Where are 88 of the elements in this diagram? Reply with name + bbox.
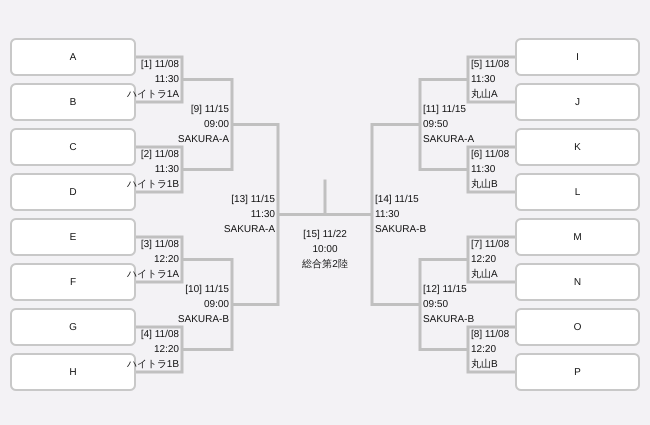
bracket-line: [466, 170, 515, 194]
venue-text: ハイトラ1A: [126, 268, 179, 282]
bracket-line: [418, 78, 468, 124]
match-number-date: [4] 11/08: [140, 328, 179, 342]
bracket-line: [466, 260, 515, 284]
venue-text: 丸山A: [471, 88, 499, 102]
team-box: I: [515, 38, 640, 76]
bracket-line: [418, 258, 468, 304]
bracket-line: [466, 236, 515, 260]
match-time: 11:30: [375, 208, 400, 222]
bracket-line: [466, 326, 515, 350]
bracket-line: [466, 350, 515, 374]
match-time: 11:30: [471, 163, 496, 177]
venue-text: ハイトラ1A: [126, 88, 179, 102]
team-box: E: [10, 218, 136, 256]
match-time: 12:20: [152, 253, 179, 267]
bracket-line: [136, 236, 184, 260]
match-time: 09:00: [202, 298, 229, 312]
venue-text: ハイトラ1B: [126, 358, 179, 372]
bracket-line: [136, 56, 184, 80]
match-number-date: [8] 11/08: [471, 328, 510, 342]
match-number-date: [15] 11/22: [302, 228, 348, 242]
match-number-date: [7] 11/08: [471, 238, 510, 252]
bracket-line: [182, 304, 234, 351]
bracket-line: [418, 304, 468, 351]
match-time: 09:00: [202, 118, 229, 132]
match-time: 10:00: [311, 242, 339, 256]
match-time: 12:20: [471, 343, 498, 357]
venue-text: SAKURA-A: [178, 133, 229, 147]
venue-text: ハイトラ1B: [126, 178, 179, 192]
team-box: J: [515, 83, 640, 121]
match-number-date: [12] 11/15: [423, 283, 468, 297]
match-time: 12:20: [471, 253, 498, 267]
bracket-line: [232, 214, 280, 306]
match-number-date: [14] 11/15: [375, 193, 420, 207]
bracket-line: [324, 213, 372, 216]
team-box: K: [515, 128, 640, 166]
bracket-line: [182, 78, 234, 124]
team-box: C: [10, 128, 136, 166]
bracket-line: [136, 80, 184, 104]
match-number-date: [10] 11/15: [184, 283, 229, 297]
bracket-line: [278, 213, 326, 216]
bracket-line: [232, 123, 280, 214]
match-number-date: [2] 11/08: [140, 148, 179, 162]
team-box: A: [10, 38, 136, 76]
bracket-line: [466, 146, 515, 170]
match-time: 11:30: [250, 208, 275, 222]
match-number-date: [5] 11/08: [471, 58, 510, 72]
bracket-line: [136, 326, 184, 350]
bracket-line: [136, 146, 184, 170]
bracket-line: [136, 350, 184, 374]
team-box: G: [10, 308, 136, 346]
match-number-date: [1] 11/08: [140, 58, 179, 72]
venue-text: 総合第2陸: [301, 258, 349, 272]
match-number-date: [11] 11/15: [423, 103, 467, 117]
venue-text: SAKURA-B: [423, 313, 474, 327]
match-number-date: [3] 11/08: [140, 238, 179, 252]
match-number-date: [13] 11/15: [230, 193, 275, 207]
bracket-line: [324, 180, 326, 214]
bracket-line: [136, 260, 184, 284]
team-box: P: [515, 353, 640, 391]
venue-text: 丸山B: [471, 358, 499, 372]
bracket-line: [466, 80, 515, 104]
venue-text: SAKURA-B: [178, 313, 229, 327]
venue-text: 丸山B: [471, 178, 499, 192]
match-time: 09:50: [423, 298, 450, 312]
bracket-line: [136, 170, 184, 194]
venue-text: SAKURA-A: [224, 223, 275, 237]
match-number-date: [6] 11/08: [471, 148, 510, 162]
bracket-line: [370, 123, 420, 214]
team-box: M: [515, 218, 640, 256]
bracket-line: [182, 124, 234, 171]
bracket-line: [466, 56, 515, 80]
venue-text: SAKURA-B: [375, 223, 426, 237]
bracket-line: [182, 258, 234, 304]
match-time: 12:20: [152, 343, 179, 357]
match-time: 11:30: [471, 73, 496, 87]
team-box: N: [515, 263, 640, 301]
bracket-line: [370, 214, 420, 306]
match-time: 09:50: [423, 118, 450, 132]
team-box: O: [515, 308, 640, 346]
match-number-date: [9] 11/15: [190, 103, 229, 117]
venue-text: 丸山A: [471, 268, 499, 282]
team-box: L: [515, 173, 640, 211]
match-time: 11:30: [154, 163, 179, 177]
bracket-line: [418, 124, 468, 171]
venue-text: SAKURA-A: [423, 133, 474, 147]
match-time: 11:30: [154, 73, 179, 87]
